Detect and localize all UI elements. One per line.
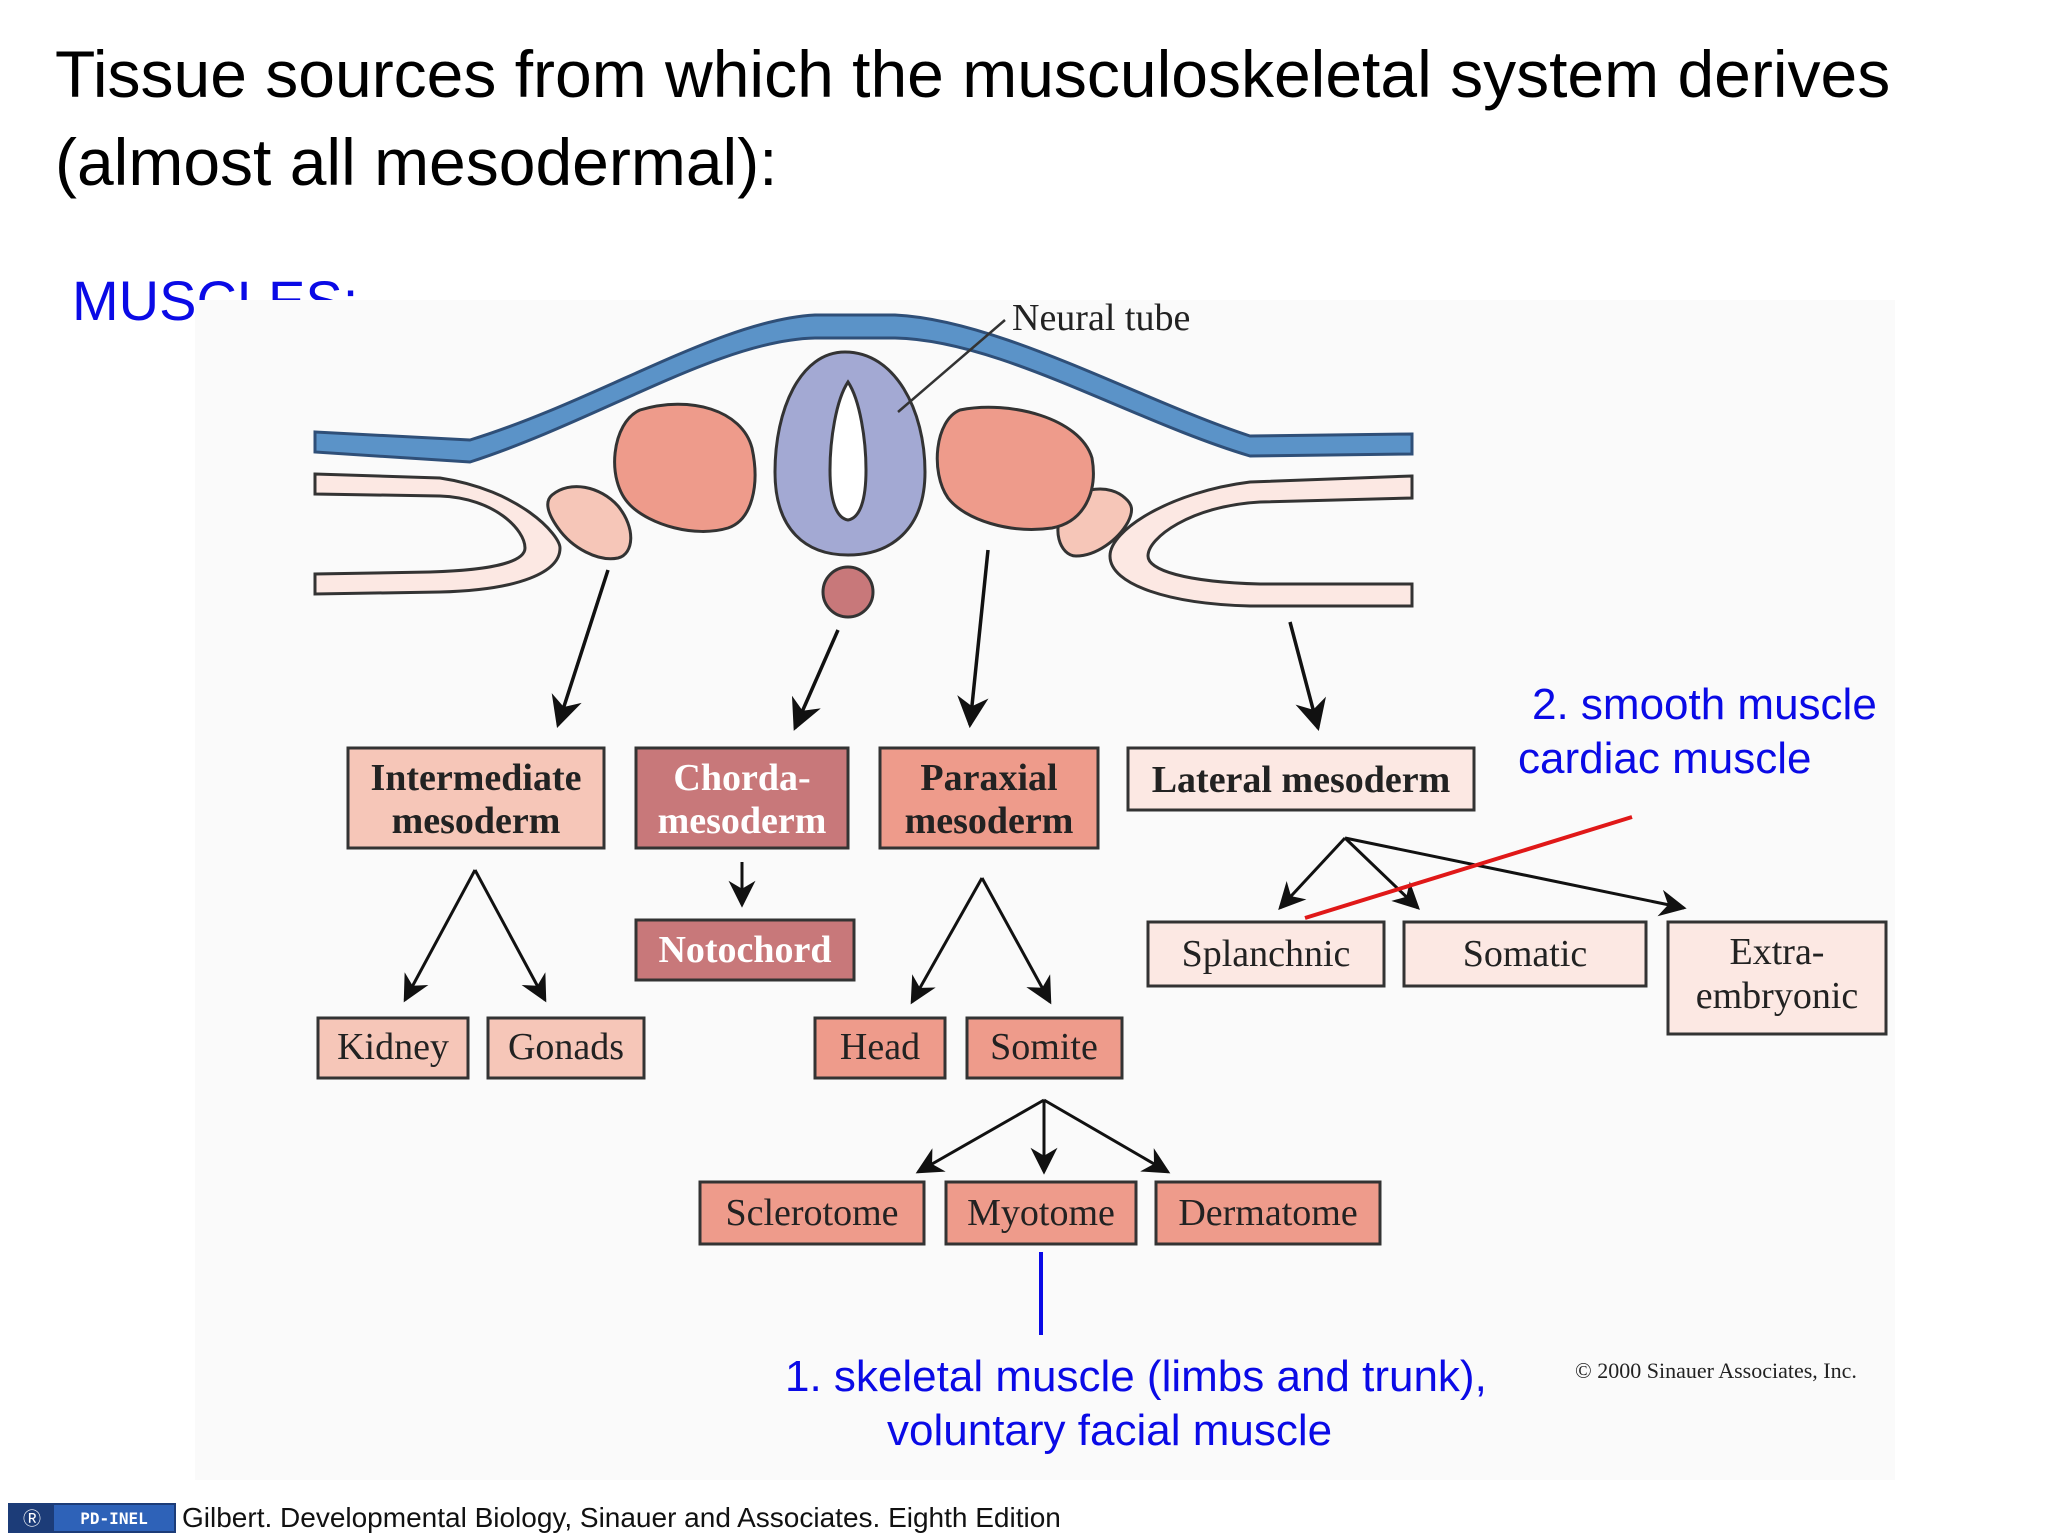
copyright-notice: © 2000 Sinauer Associates, Inc. xyxy=(1575,1358,1857,1383)
box-kidney: Kidney xyxy=(316,1016,470,1080)
box-head: Head xyxy=(813,1016,947,1080)
box-notochord: Notochord xyxy=(634,918,856,982)
box-chordamesoderm: Chorda- mesoderm xyxy=(634,746,850,850)
box-dermatome: Dermatome xyxy=(1154,1180,1382,1246)
intermediate-branches xyxy=(403,869,547,1003)
paraxial-mesoderm-left xyxy=(613,402,757,533)
notochord-shape xyxy=(821,565,875,619)
slide-title: Tissue sources from which the musculoske… xyxy=(55,37,1891,199)
svg-text:Extra-: Extra- xyxy=(1730,931,1825,973)
arrow-to-intermediate xyxy=(551,569,610,728)
annotation-skeletal-muscle: 1. skeletal muscle (limbs and trunk), vo… xyxy=(785,1350,1487,1458)
svg-text:Lateral mesoderm: Lateral mesoderm xyxy=(1152,759,1451,801)
svg-text:Myotome: Myotome xyxy=(967,1192,1115,1234)
box-somite: Somite xyxy=(965,1016,1124,1080)
svg-text:embryonic: embryonic xyxy=(1696,975,1859,1017)
footer: Ⓡ PD-INEL Gilbert. Developmental Biology… xyxy=(8,1502,1061,1534)
svg-text:mesoderm: mesoderm xyxy=(392,800,561,842)
annotation-skeletal-line-2: voluntary facial muscle xyxy=(887,1406,1333,1455)
source-citation: Gilbert. Developmental Biology, Sinauer … xyxy=(182,1502,1061,1533)
svg-text:Gonads: Gonads xyxy=(508,1026,624,1068)
box-extraembryonic: Extra- embryonic xyxy=(1666,920,1888,1036)
paraxial-mesoderm-right xyxy=(935,405,1095,531)
svg-text:Intermediate: Intermediate xyxy=(370,757,581,799)
splanchnic-annotation-line xyxy=(1304,815,1633,920)
box-myotome: Myotome xyxy=(944,1180,1138,1246)
somite-branches xyxy=(915,1098,1171,1175)
lateral-mesoderm-left xyxy=(313,472,562,596)
box-somatic: Somatic xyxy=(1402,920,1648,988)
box-gonads: Gonads xyxy=(486,1016,646,1080)
paraxial-branches xyxy=(910,877,1052,1005)
neural-canal xyxy=(828,379,868,522)
lateral-branches xyxy=(1278,836,1687,917)
annotation-skeletal-line-1: 1. skeletal muscle (limbs and trunk), xyxy=(785,1352,1487,1401)
embryo-cross-section: Neural tube xyxy=(313,297,1414,619)
intermediate-mesoderm-left xyxy=(546,485,633,561)
source-arrows xyxy=(551,549,1326,732)
box-lateral: Lateral mesoderm xyxy=(1126,746,1476,812)
svg-text:Dermatome: Dermatome xyxy=(1178,1192,1357,1234)
annotation-smooth-line-1: 2. smooth muscle xyxy=(1532,680,1877,729)
arrow-to-lateral xyxy=(1288,621,1326,732)
box-sclerotome: Sclerotome xyxy=(698,1180,926,1246)
ectoderm-layer xyxy=(313,313,1414,464)
neural-tube-leader-line xyxy=(897,319,1006,413)
svg-text:Kidney: Kidney xyxy=(337,1026,449,1068)
box-intermediate: Intermediate mesoderm xyxy=(346,746,606,850)
license-badge[interactable]: Ⓡ PD-INEL xyxy=(8,1503,176,1533)
arrow-to-paraxial xyxy=(957,549,990,729)
arrow-to-chorda xyxy=(791,629,840,731)
cc-icon: Ⓡ xyxy=(10,1505,54,1531)
svg-text:mesoderm: mesoderm xyxy=(905,800,1074,842)
annotation-smooth-line-2: cardiac muscle xyxy=(1518,734,1812,783)
box-paraxial: Paraxial mesoderm xyxy=(878,746,1100,850)
svg-text:Notochord: Notochord xyxy=(658,929,831,971)
svg-text:Head: Head xyxy=(840,1026,920,1068)
neural-tube-label: Neural tube xyxy=(1012,297,1190,339)
license-badge-text: PD-INEL xyxy=(54,1505,174,1531)
svg-text:mesoderm: mesoderm xyxy=(658,800,827,842)
svg-text:Somatic: Somatic xyxy=(1463,933,1588,975)
svg-text:Paraxial: Paraxial xyxy=(920,757,1057,799)
svg-text:Chorda-: Chorda- xyxy=(673,757,810,799)
svg-text:Sclerotome: Sclerotome xyxy=(725,1192,898,1234)
annotation-smooth-muscle: 2. smooth muscle cardiac muscle xyxy=(1518,678,1877,786)
box-splanchnic: Splanchnic xyxy=(1146,920,1386,988)
lateral-mesoderm-right xyxy=(1108,474,1414,608)
svg-text:Splanchnic: Splanchnic xyxy=(1182,933,1351,975)
svg-text:Somite: Somite xyxy=(990,1026,1098,1068)
